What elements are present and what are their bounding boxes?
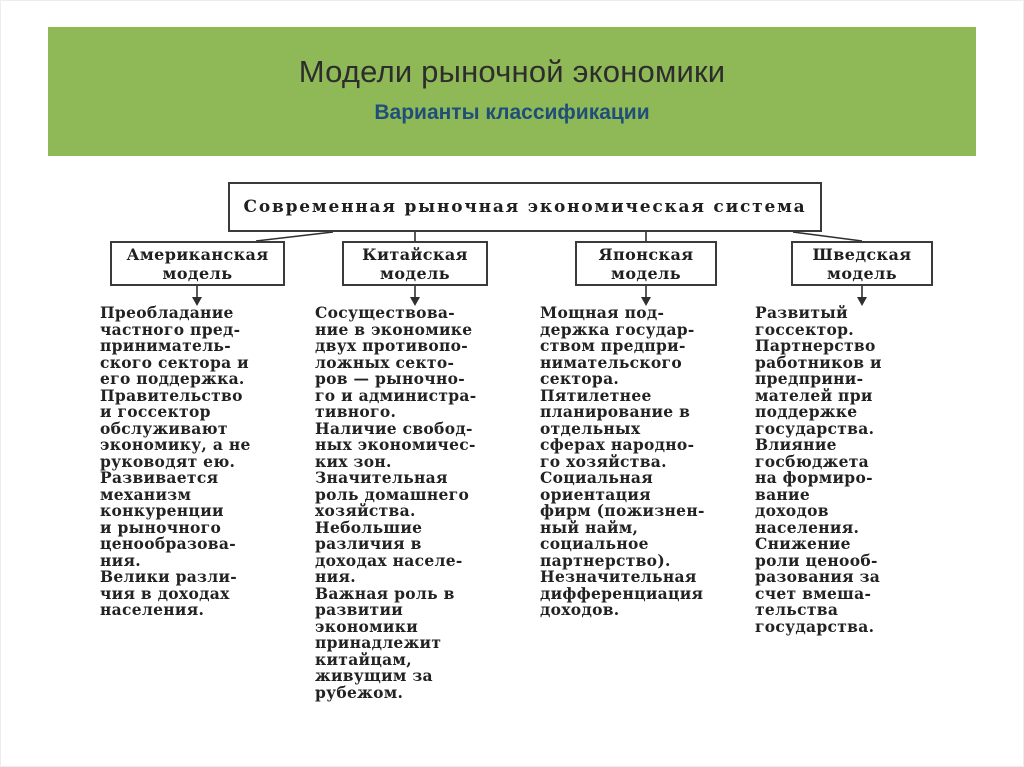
slide-header: Модели рыночной экономики Варианты класс… <box>48 27 976 156</box>
slide-title: Модели рыночной экономики <box>298 54 726 89</box>
model-description-chinese: Сосуществова- ние в экономике двух проти… <box>315 303 477 702</box>
root-node-modern-market-system: Современная рыночная экономическая систе… <box>228 182 822 232</box>
slide-subtitle: Варианты классификации <box>374 101 650 124</box>
model-description-swedish: Развитый госсектор. Партнерство работник… <box>755 303 882 636</box>
model-box-japanese: Японская модель <box>575 241 717 286</box>
model-box-chinese: Китайская модель <box>342 241 488 286</box>
model-box-american: Американская модель <box>110 241 285 286</box>
model-box-swedish: Шведская модель <box>791 241 933 286</box>
model-description-japanese: Мощная под- держка государ- ством предпр… <box>540 303 705 619</box>
model-description-american: Преобладание частного пред- приниматель-… <box>100 303 251 619</box>
